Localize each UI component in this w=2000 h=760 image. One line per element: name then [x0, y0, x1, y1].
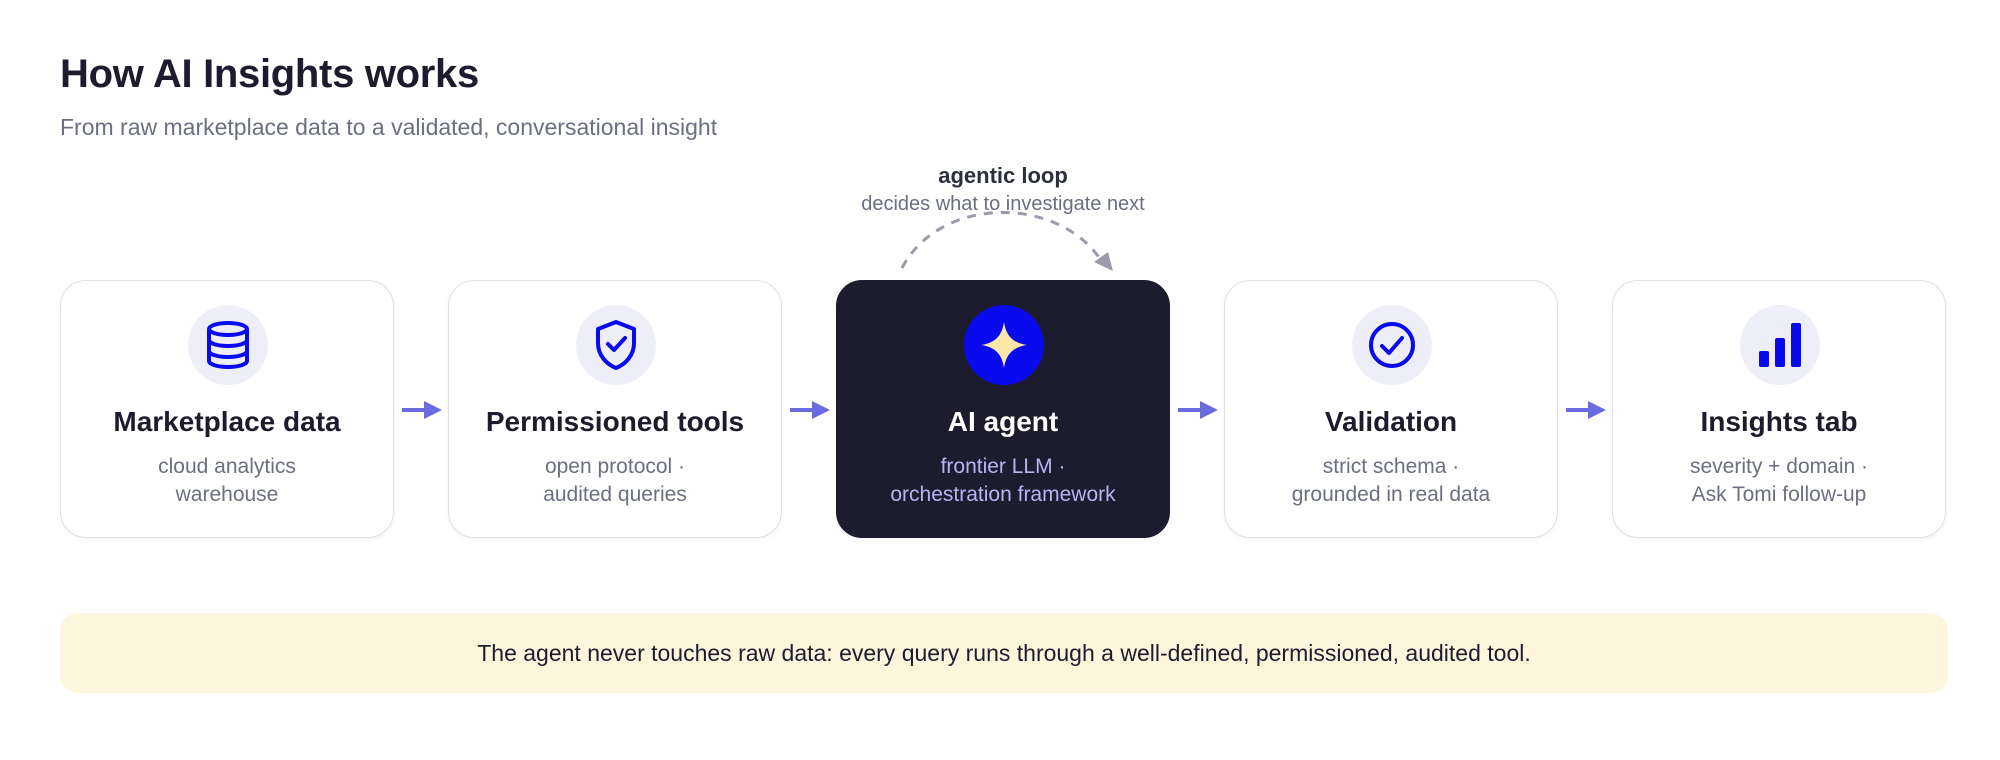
- step-title: Insights tab: [1700, 406, 1858, 437]
- shield-check-icon: [596, 320, 636, 370]
- step-desc-line: strict schema ·: [1322, 455, 1460, 478]
- page-subtitle: From raw marketplace data to a validated…: [60, 114, 718, 140]
- step-card-permissioned-tools: Permissioned tools open protocol · audit…: [448, 280, 782, 538]
- icon-circle: [964, 305, 1044, 385]
- loop-sublabel: decides what to investigate next: [861, 193, 1145, 215]
- banner-text: The agent never touches raw data: every …: [477, 639, 1531, 666]
- loop-arrowhead: [1094, 252, 1113, 271]
- flow-arrow: [1566, 401, 1606, 419]
- icon-circle: [576, 305, 656, 385]
- step-title: Validation: [1324, 406, 1458, 437]
- step-title: Marketplace data: [113, 406, 341, 437]
- page-title: How AI Insights works: [60, 52, 479, 96]
- step-description: severity + domain · Ask Tomi follow-up: [1633, 453, 1925, 509]
- step-card-ai-agent: AI agent frontier LLM · orchestration fr…: [836, 280, 1170, 538]
- loop-label: agentic loop: [938, 163, 1068, 188]
- bar-chart-icon: [1759, 323, 1801, 367]
- step-desc-line: severity + domain ·: [1690, 455, 1868, 478]
- loop-arc: [900, 211, 1113, 271]
- step-desc-line: grounded in real data: [1291, 483, 1491, 506]
- flow-arrow: [1178, 401, 1218, 419]
- flow-arrow: [790, 401, 830, 419]
- step-description: frontier LLM · orchestration framework: [857, 453, 1149, 509]
- step-card-validation: Validation strict schema · grounded in r…: [1224, 280, 1558, 538]
- step-title: Permissioned tools: [485, 406, 745, 437]
- step-card-marketplace-data: Marketplace data cloud analytics warehou…: [60, 280, 394, 538]
- step-desc-line: orchestration framework: [890, 483, 1116, 506]
- step-description: strict schema · grounded in real data: [1245, 453, 1537, 509]
- icon-circle: [1740, 305, 1820, 385]
- step-description: open protocol · audited queries: [469, 453, 761, 509]
- flow-arrow: [402, 401, 442, 419]
- step-desc-line: warehouse: [175, 483, 279, 506]
- icon-circle: [1352, 305, 1432, 385]
- info-banner: The agent never touches raw data: every …: [60, 613, 1948, 693]
- step-card-insights-tab: Insights tab severity + domain · Ask Tom…: [1612, 280, 1946, 538]
- database-icon: [207, 321, 249, 369]
- step-description: cloud analytics warehouse: [81, 453, 373, 509]
- step-desc-line: cloud analytics: [158, 455, 296, 478]
- step-desc-line: audited queries: [543, 483, 687, 506]
- sparkle-icon: [981, 322, 1027, 368]
- step-desc-line: frontier LLM ·: [940, 455, 1066, 478]
- icon-circle: [188, 305, 268, 385]
- step-desc-line: open protocol ·: [544, 455, 686, 478]
- check-circle-icon: [1369, 322, 1415, 368]
- step-title: AI agent: [947, 406, 1059, 437]
- step-desc-line: Ask Tomi follow-up: [1691, 483, 1867, 506]
- loop-arc-path: [900, 211, 1104, 269]
